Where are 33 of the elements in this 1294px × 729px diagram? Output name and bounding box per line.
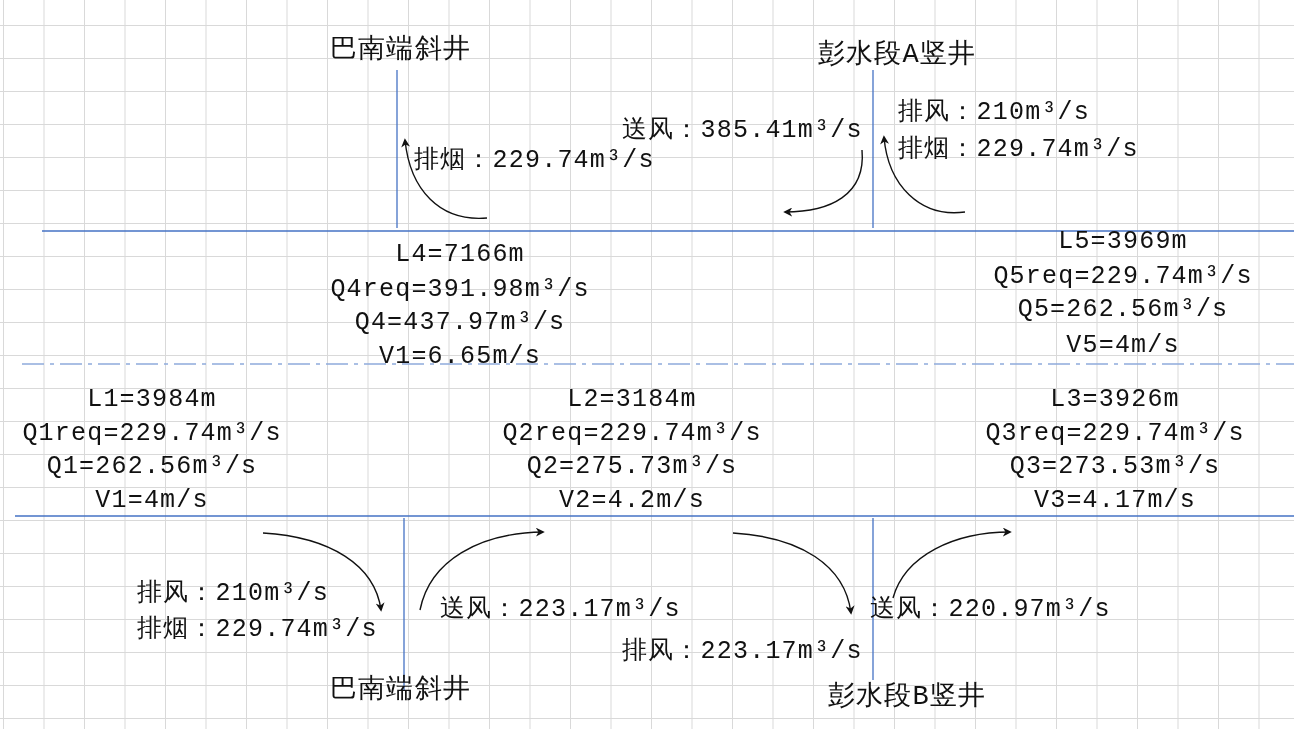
segment-parameter: Q3=273.53m³/s [1009, 452, 1221, 482]
shaft-name: 彭水段B竖井 [828, 680, 987, 714]
airflow-value: 排风：210m³/s [898, 98, 1091, 128]
airflow-value: 送风：220.97m³/s [870, 595, 1111, 625]
segment-parameter: L5=3969m [1058, 227, 1188, 257]
airflow-value: 排烟：229.74m³/s [898, 135, 1139, 165]
segment-parameter: Q2=275.73m³/s [526, 452, 738, 482]
airflow-value: 排风：223.17m³/s [622, 637, 863, 667]
shaft-name: 巴南端斜井 [330, 673, 471, 707]
segment-parameter: Q1=262.56m³/s [46, 452, 258, 482]
segment-parameter: Q1req=229.74m³/s [22, 419, 282, 449]
segment-parameter: V1=6.65m/s [379, 342, 541, 372]
segment-parameter: L3=3926m [1050, 385, 1180, 415]
segment-parameter: L1=3984m [87, 385, 217, 415]
segment-parameter: Q4req=391.98m³/s [330, 275, 590, 305]
segment-parameter: Q5=262.56m³/s [1017, 295, 1229, 325]
segment-parameter: Q5req=229.74m³/s [993, 262, 1253, 292]
airflow-value: 送风：223.17m³/s [440, 595, 681, 625]
segment-parameter: V1=4m/s [95, 486, 209, 516]
segment-parameter: V3=4.17m/s [1034, 486, 1196, 516]
shaft-name: 彭水段A竖井 [818, 38, 977, 72]
segment-parameter: Q4=437.97m³/s [354, 308, 566, 338]
segment-parameter: Q3req=229.74m³/s [985, 419, 1245, 449]
airflow-value: 送风：385.41m³/s [622, 116, 863, 146]
segment-parameter: Q2req=229.74m³/s [502, 419, 762, 449]
segment-parameter: V5=4m/s [1066, 331, 1180, 361]
airflow-value: 排风：210m³/s [137, 579, 330, 609]
segment-parameter: L2=3184m [567, 385, 697, 415]
shaft-name: 巴南端斜井 [330, 33, 471, 67]
airflow-value: 排烟：229.74m³/s [137, 615, 378, 645]
airflow-value: 排烟：229.74m³/s [414, 146, 655, 176]
segment-parameter: L4=7166m [395, 240, 525, 270]
segment-parameter: V2=4.2m/s [559, 486, 705, 516]
